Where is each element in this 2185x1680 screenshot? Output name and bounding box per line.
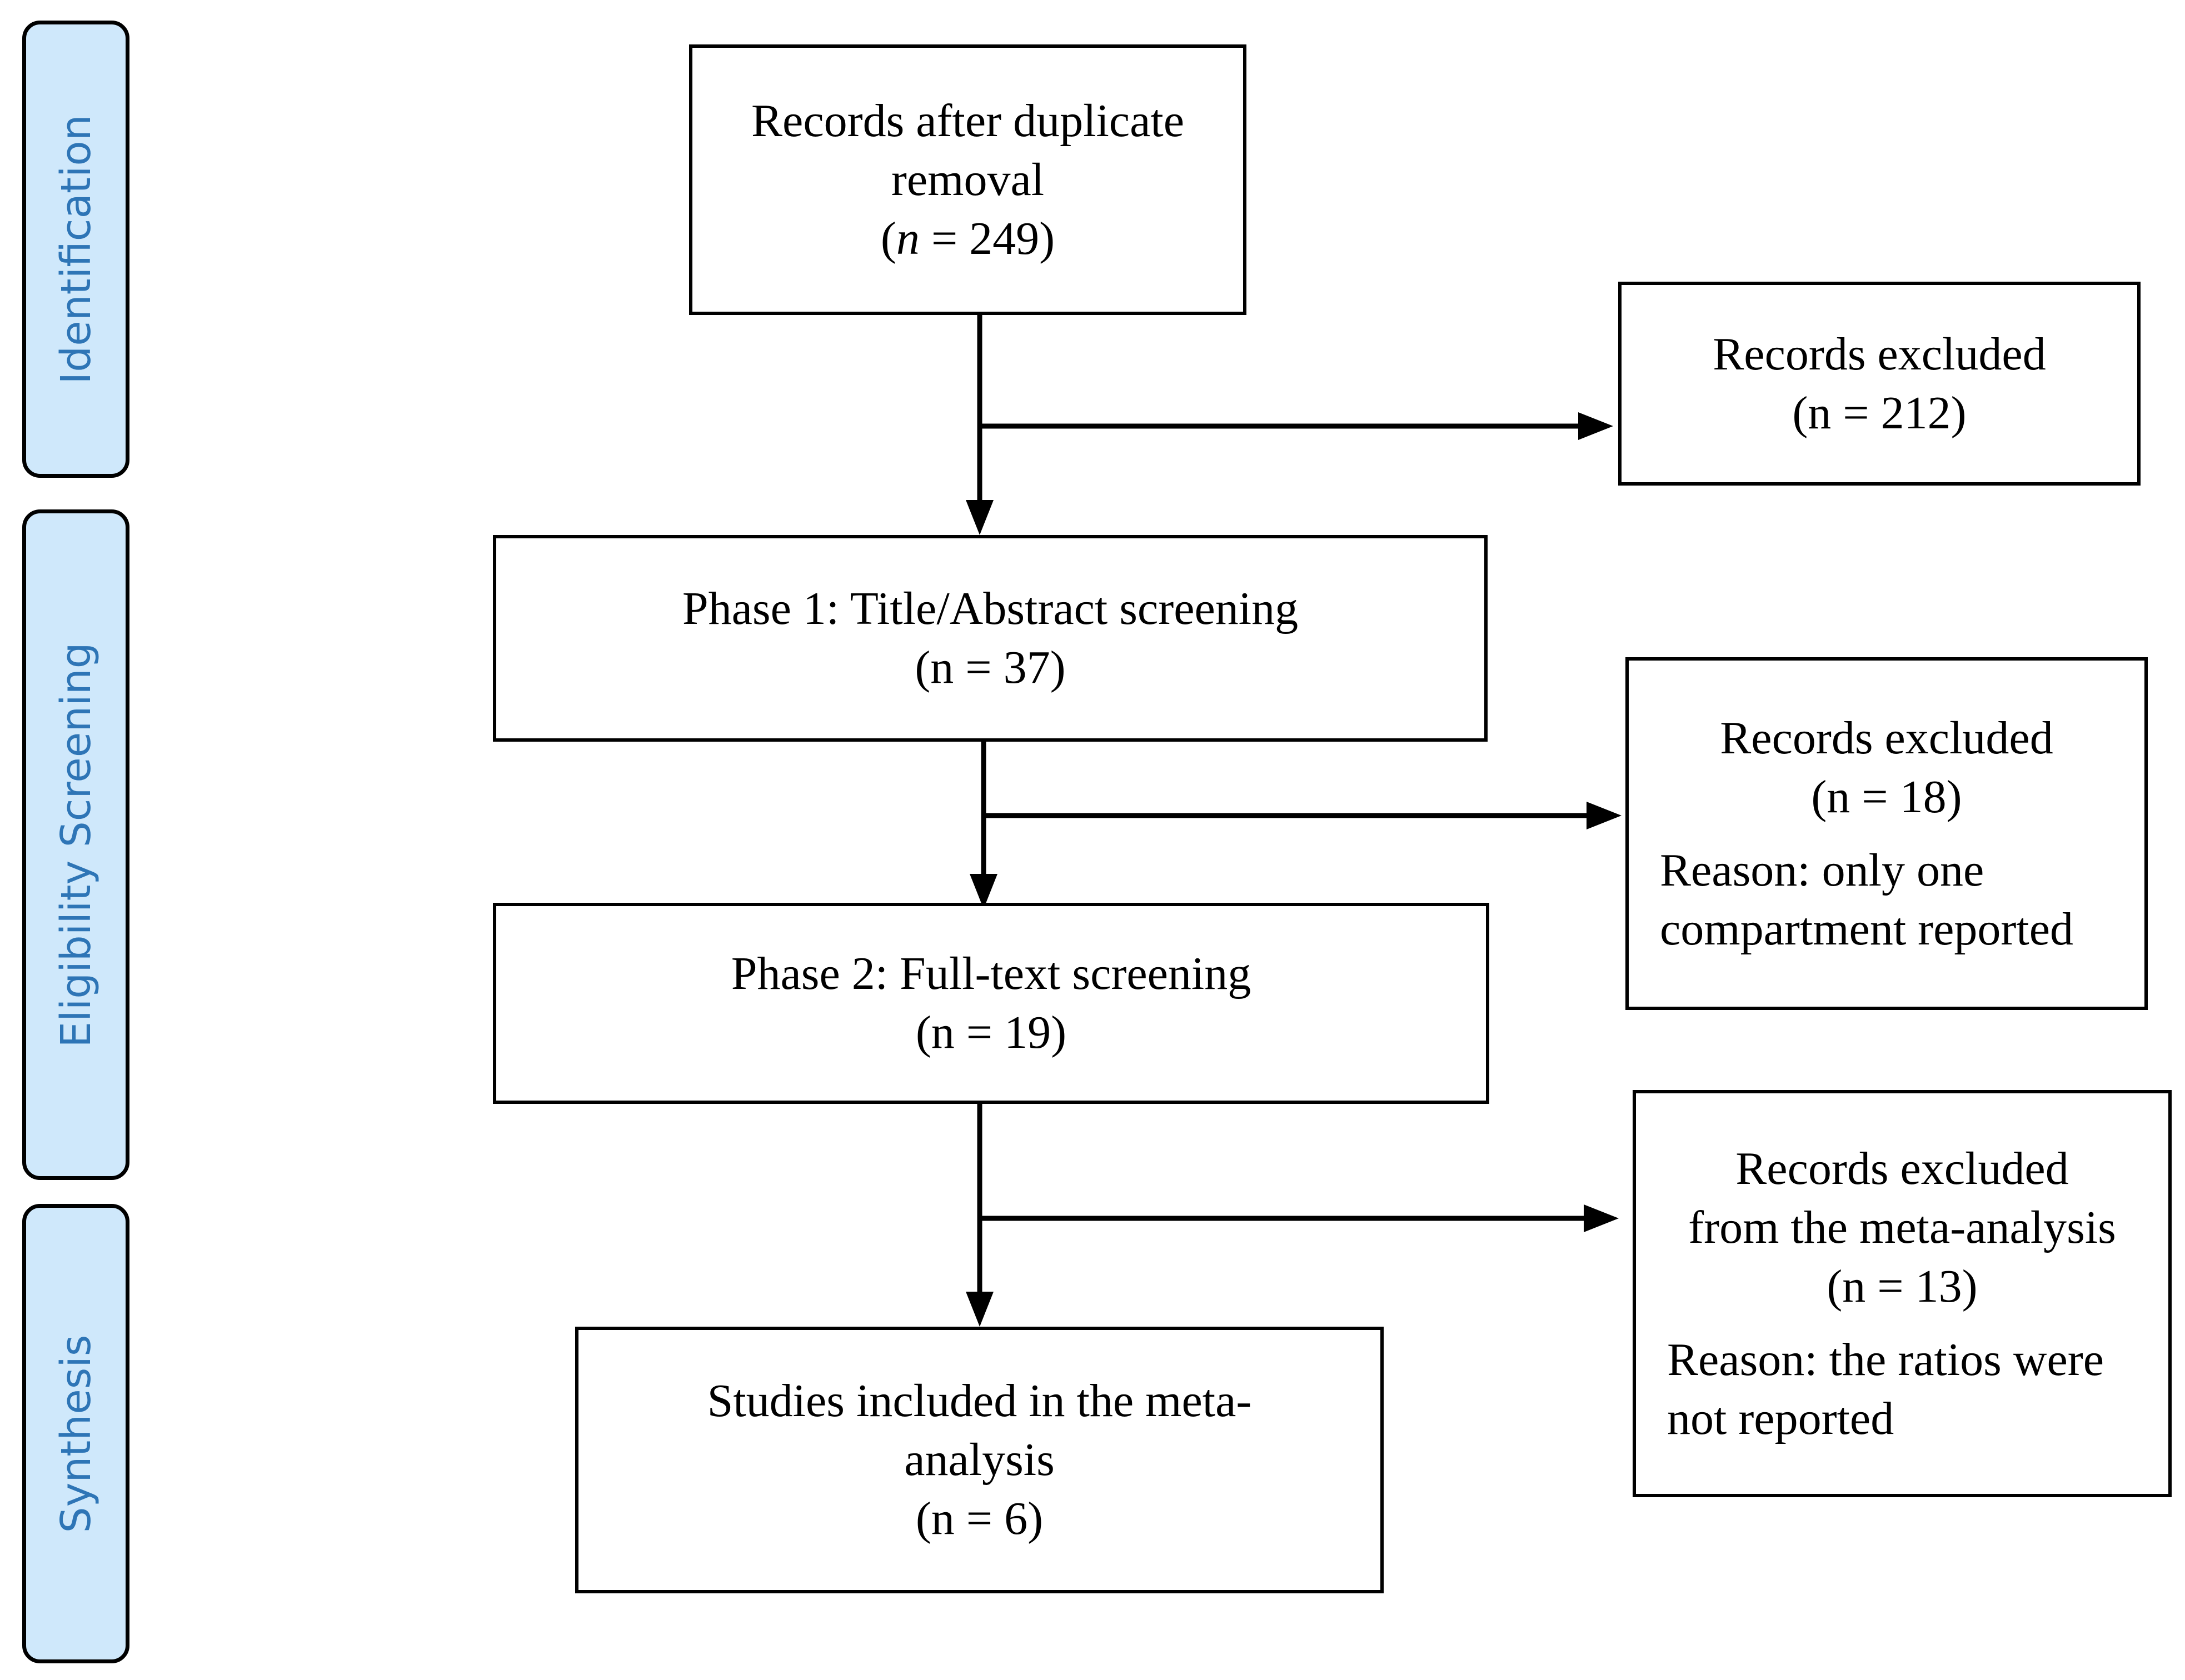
excluded-1-count: (n = 212) [1792,387,1967,439]
phase1-title: Phase 1: Title/Abstract screening [682,583,1299,634]
arrowhead-down-included [966,1292,994,1327]
box-studies-included: Studies included in the meta- analysis (… [575,1327,1384,1593]
box-records-excluded-1: Records excluded (n = 212) [1618,282,2141,486]
arrowhead-right-excluded-2 [1587,802,1622,829]
included-count: (n = 6) [915,1493,1044,1544]
phase2-title: Phase 2: Full-text screening [731,948,1251,999]
phase2-count: (n = 19) [915,1007,1067,1058]
excluded-3-count: (n = 13) [1827,1260,1978,1312]
box-phase1-title-abstract-screening: Phase 1: Title/Abstract screening (n = 3… [493,535,1488,742]
excluded-3-title-line2: from the meta-analysis [1688,1201,2116,1253]
phase-synthesis-label: Synthesis [52,1334,100,1533]
phase1-count: (n = 37) [915,642,1066,693]
included-line1: Studies included in the meta- [707,1375,1252,1427]
excluded-2-count: (n = 18) [1811,771,1962,823]
box-records-excluded-3: Records excluded from the meta-analysis … [1633,1090,2172,1497]
phase-eligibility-screening: Eligibility Screening [22,509,129,1180]
excluded-2-title: Records excluded [1720,712,2053,764]
box-records-excluded-2: Records excluded (n = 18) Reason: only o… [1625,657,2148,1010]
included-line2: analysis [904,1434,1055,1486]
records-after-duplicate-line2: removal [891,153,1045,206]
phase-synthesis: Synthesis [22,1204,129,1663]
arrowhead-right-excluded-1 [1578,412,1613,440]
records-after-duplicate-line1: Records after duplicate [751,94,1184,147]
arrowhead-down-phase1 [966,500,994,535]
excluded-1-title: Records excluded [1713,328,2046,380]
phase-eligibility-screening-label: Eligibility Screening [52,642,100,1048]
box-records-after-duplicate-removal: Records after duplicate removal (n = 249… [689,44,1246,315]
records-after-duplicate-count: (n = 249) [880,212,1055,264]
box-phase2-full-text-screening: Phase 2: Full-text screening (n = 19) [493,903,1489,1104]
excluded-3-title-line1: Records excluded [1735,1142,2069,1194]
arrowhead-down-phase2 [970,874,997,909]
phase-identification-label: Identification [52,114,100,384]
excluded-3-reason: Reason: the ratios were not reported [1667,1333,2104,1444]
arrowhead-right-excluded-3 [1584,1204,1619,1232]
excluded-2-reason: Reason: only one compartment reported [1660,844,2074,955]
phase-identification: Identification [22,21,129,478]
